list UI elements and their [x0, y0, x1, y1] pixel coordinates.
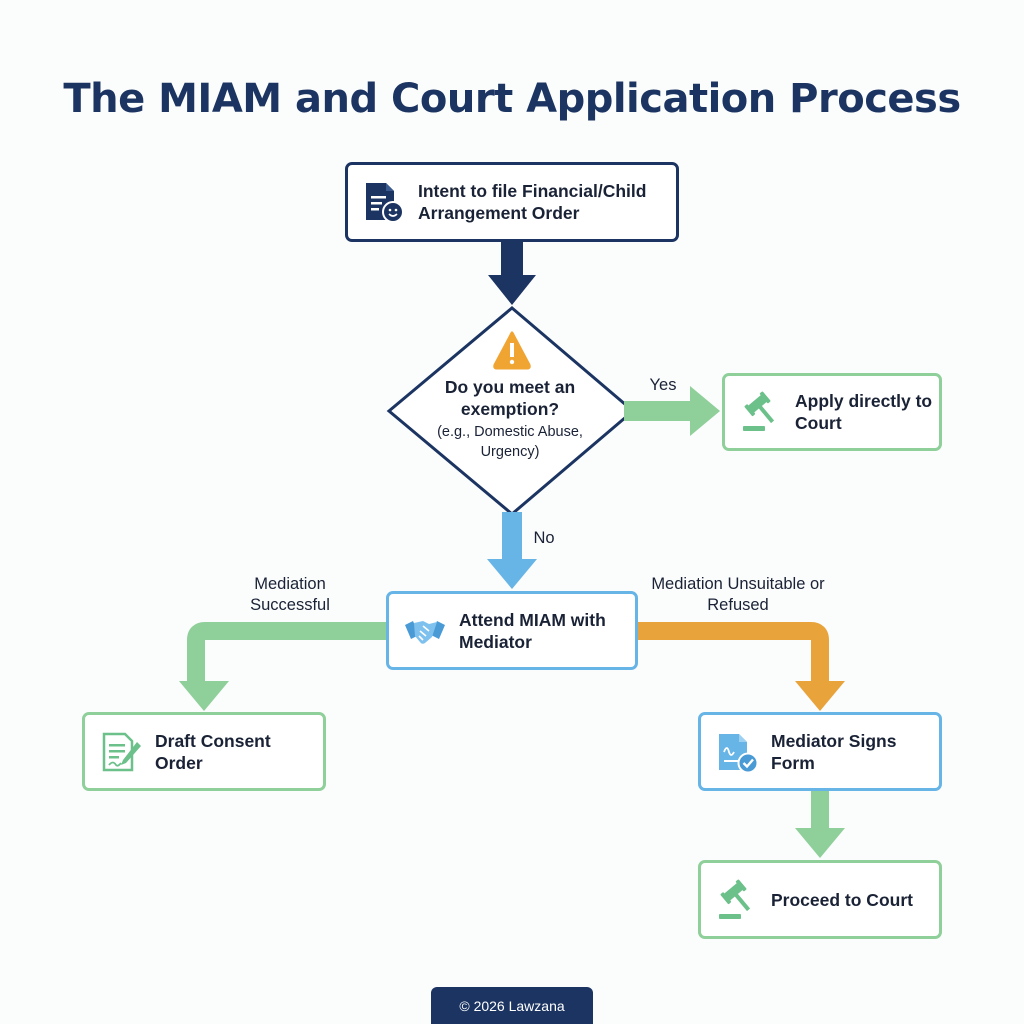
- edge-label-yes: Yes: [649, 376, 677, 394]
- contract-pen-icon: [102, 732, 141, 771]
- arrow-yes: [624, 386, 720, 436]
- intent-box: Intent to file Financial/Child Arrangeme…: [345, 162, 679, 242]
- edge-label-successful: Mediation Successful: [250, 575, 330, 614]
- decision-examples: (e.g., Domestic Abuse, Urgency): [437, 424, 583, 460]
- handshake-icon: [405, 620, 445, 644]
- page-title: The MIAM and Court Application Process: [63, 76, 961, 122]
- gavel-icon: [743, 391, 775, 431]
- edge-label-unsuitable: Mediation Unsuitable or Refused: [651, 575, 825, 614]
- miam-box: Attend MIAM with Mediator: [386, 591, 638, 670]
- warning-icon: [493, 331, 531, 370]
- miam-label: Attend MIAM with Mediator: [459, 609, 606, 652]
- proceed-label: Proceed to Court: [771, 889, 913, 910]
- consent-label: Draft Consent Order: [155, 730, 271, 773]
- arrow-signs-to-proceed: [795, 790, 845, 858]
- gavel-icon: [719, 879, 751, 919]
- arrow-successful: [179, 622, 388, 711]
- decision-text: Do you meet an exemption? (e.g., Domesti…: [410, 376, 610, 462]
- arrow-unsuitable: [636, 622, 845, 711]
- document-child-icon: [366, 183, 404, 223]
- signs-box: Mediator Signs Form: [698, 712, 942, 791]
- arrow-no: [487, 512, 537, 589]
- footer-copyright: © 2026 Lawzana: [431, 987, 593, 1024]
- edge-label-no: No: [533, 529, 555, 547]
- apply-direct-label: Apply directly to Court: [795, 391, 933, 433]
- decision-question: Do you meet an exemption?: [444, 377, 576, 419]
- intent-label: Intent to file Financial/Child Arrangeme…: [418, 181, 647, 223]
- signs-label: Mediator Signs Form: [771, 730, 897, 773]
- signed-document-check-icon: [719, 733, 759, 773]
- proceed-box: Proceed to Court: [698, 860, 942, 939]
- consent-box: Draft Consent Order: [82, 712, 326, 791]
- arrow-intent-to-decision: [488, 241, 536, 305]
- apply-direct-box: Apply directly to Court: [722, 373, 942, 451]
